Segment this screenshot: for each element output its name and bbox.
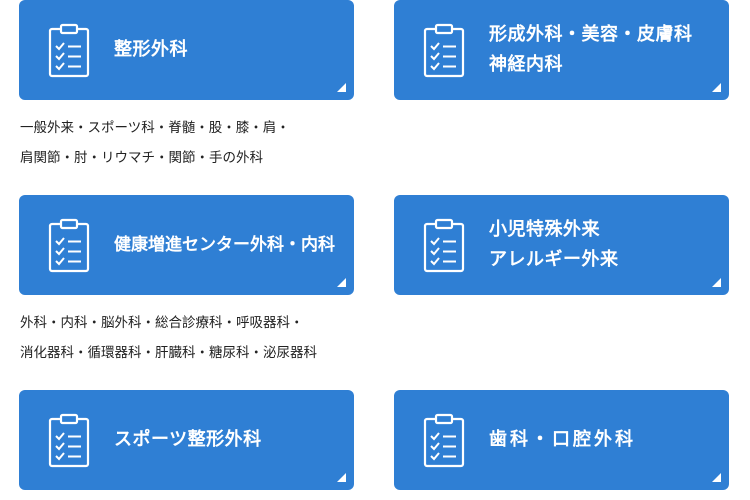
clipboard-checklist-icon xyxy=(48,218,90,273)
clipboard-checklist-icon xyxy=(48,413,90,468)
department-card-sports-orthopedics[interactable]: スポーツ整形外科 xyxy=(19,390,354,490)
clipboard-checklist-icon xyxy=(423,218,465,273)
card-title: 健康増進センター外科・内科 xyxy=(114,230,349,260)
card-title-line: 整形外科 xyxy=(114,39,188,60)
corner-arrow-icon xyxy=(712,83,721,92)
department-card-orthopedics[interactable]: 整形外科 xyxy=(19,0,354,100)
orthopedics-description: 一般外来・スポーツ科・脊髄・股・膝・肩・ 肩関節・肘・リウマチ・関節・手の外科 xyxy=(20,113,350,173)
card-title-line: 小児特殊外来 xyxy=(489,219,600,240)
department-card-plastic-surgery[interactable]: 形成外科・美容・皮膚科 神経内科 xyxy=(394,0,729,100)
card-title-line: スポーツ整形外科 xyxy=(114,429,262,450)
corner-arrow-icon xyxy=(712,278,721,287)
card-title: 小児特殊外来 アレルギー外来 xyxy=(489,215,724,275)
card-title: スポーツ整形外科 xyxy=(114,425,349,455)
description-line: 一般外来・スポーツ科・脊髄・股・膝・肩・ xyxy=(20,120,290,136)
card-title-line: 健康増進センター外科・内科 xyxy=(114,235,335,255)
card-title: 形成外科・美容・皮膚科 神経内科 xyxy=(489,20,724,80)
department-card-dental[interactable]: 歯科・口腔外科 xyxy=(394,390,729,490)
department-card-pediatrics[interactable]: 小児特殊外来 アレルギー外来 xyxy=(394,195,729,295)
card-title-line: アレルギー外来 xyxy=(489,249,619,270)
clipboard-checklist-icon xyxy=(48,23,90,78)
description-line: 肩関節・肘・リウマチ・関節・手の外科 xyxy=(20,150,263,166)
corner-arrow-icon xyxy=(337,278,346,287)
department-card-health-center[interactable]: 健康増進センター外科・内科 xyxy=(19,195,354,295)
corner-arrow-icon xyxy=(337,83,346,92)
corner-arrow-icon xyxy=(337,473,346,482)
card-title: 歯科・口腔外科 xyxy=(489,425,724,455)
clipboard-checklist-icon xyxy=(423,23,465,78)
card-title: 整形外科 xyxy=(114,35,349,65)
card-title-line: 神経内科 xyxy=(489,54,563,75)
corner-arrow-icon xyxy=(712,473,721,482)
clipboard-checklist-icon xyxy=(423,413,465,468)
description-line: 消化器科・循環器科・肝臓科・糖尿科・泌尿器科 xyxy=(20,345,317,361)
health-center-description: 外科・内科・脳外科・総合診療科・呼吸器科・ 消化器科・循環器科・肝臓科・糖尿科・… xyxy=(20,308,350,368)
card-title-line: 歯科・口腔外科 xyxy=(489,429,636,450)
card-title-line: 形成外科・美容・皮膚科 xyxy=(489,24,693,45)
description-line: 外科・内科・脳外科・総合診療科・呼吸器科・ xyxy=(20,315,304,331)
